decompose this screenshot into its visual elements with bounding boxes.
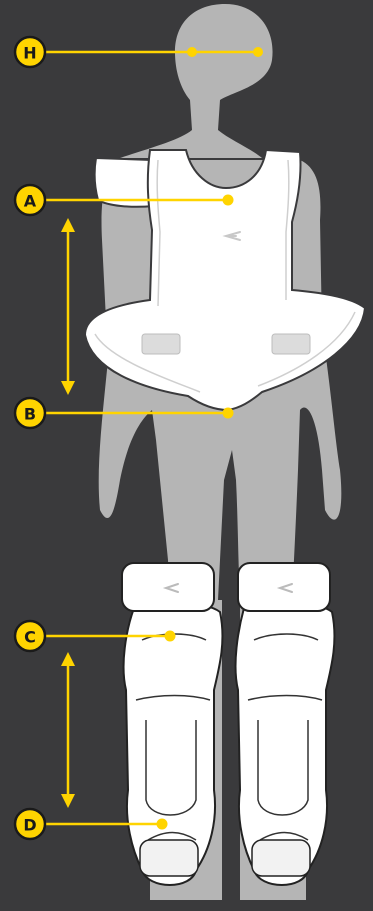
marker-label-c: C (24, 628, 36, 647)
marker-badge-d: D (15, 809, 45, 839)
chest-bottom-point (223, 408, 234, 419)
marker-badge-a: A (15, 185, 45, 215)
head-point-right (253, 47, 263, 57)
marker-badge-c: C (15, 621, 45, 651)
marker-label-h: H (23, 44, 36, 63)
shin-arrow-up (61, 652, 75, 666)
knee-point (165, 631, 176, 642)
marker-label-b: B (24, 405, 36, 424)
marker-badges: H A B C D (15, 37, 45, 839)
leg-guard-left (122, 563, 222, 885)
ankle-point (157, 819, 168, 830)
torso-arrow-up (61, 218, 75, 232)
buckle-left (142, 334, 180, 354)
shin-arrow-down (61, 794, 75, 808)
marker-badge-h: H (15, 37, 45, 67)
buckle-right (272, 334, 310, 354)
leg-guard-left-foot (140, 840, 198, 876)
chest-top-point (223, 195, 234, 206)
marker-badge-b: B (15, 398, 45, 428)
marker-label-d: D (23, 816, 36, 835)
leg-guard-right (236, 563, 335, 885)
head-point-left (187, 47, 197, 57)
torso-arrow-down (61, 381, 75, 395)
leg-guard-right-foot (252, 840, 310, 876)
marker-label-a: A (24, 192, 37, 211)
head-silhouette (120, 4, 273, 158)
